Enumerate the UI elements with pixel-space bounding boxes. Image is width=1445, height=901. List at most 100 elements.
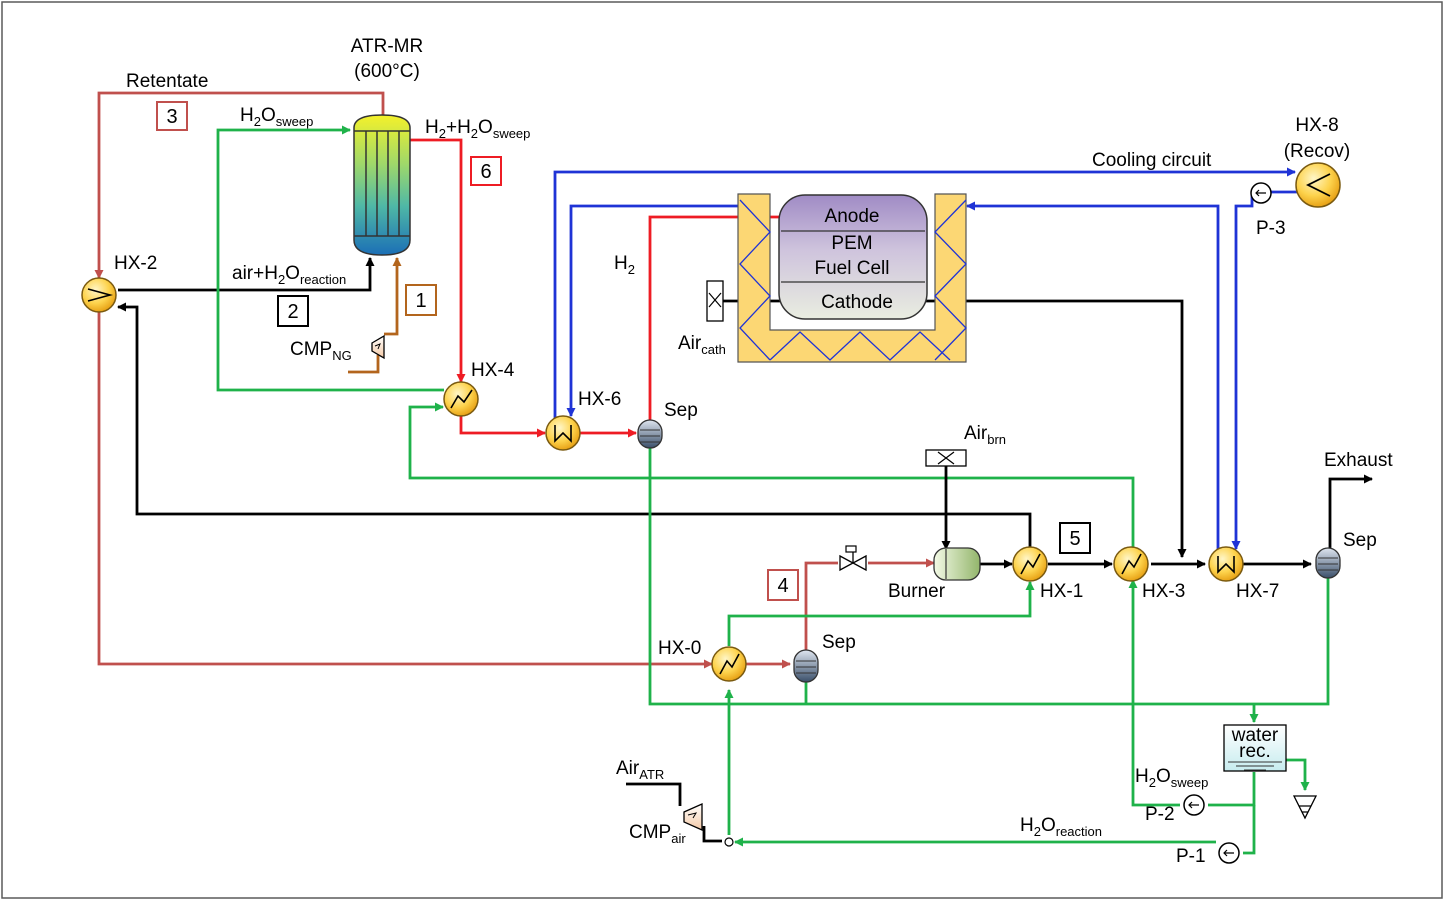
hx-6-exchanger[interactable] xyxy=(545,415,581,451)
stream-5-number: 5 xyxy=(1069,528,1080,550)
sweep-hx3-to-hx4-line xyxy=(408,402,1135,550)
hx-4-exchanger[interactable] xyxy=(443,381,479,417)
ng-cmp-out-line xyxy=(384,257,402,336)
hx-7-exchanger[interactable] xyxy=(1208,546,1244,582)
stream-label-2: 2 xyxy=(277,295,309,327)
hx1-to-hx2-line xyxy=(117,302,1032,548)
water-recovery-tank[interactable] xyxy=(1223,724,1287,772)
sep-h2-label: Sep xyxy=(664,400,698,421)
water-level-lines xyxy=(1228,761,1282,771)
air-brn-fan-icon[interactable] xyxy=(925,449,967,467)
valve-icon[interactable] xyxy=(839,545,867,572)
hx-1-label: HX-1 xyxy=(1040,581,1083,602)
burner[interactable] xyxy=(933,547,981,581)
hx4-to-hx6-line xyxy=(459,415,546,438)
h2-label: H2 xyxy=(614,253,635,277)
air-cath-fan-icon[interactable] xyxy=(706,280,724,322)
cathode-label: Cathode xyxy=(821,292,893,313)
cathode-exhaust-line xyxy=(912,299,1187,558)
retentate-line xyxy=(94,91,385,279)
cmp-air-out-line xyxy=(702,826,722,843)
cooling-hx7-to-fc-line xyxy=(966,201,1220,549)
stream-2-line xyxy=(118,257,375,292)
tank-drain-line xyxy=(1286,758,1310,791)
hx-8-label: HX-8 xyxy=(1295,115,1338,136)
separator-exhaust[interactable] xyxy=(1315,547,1341,579)
pem-fuel-cell[interactable] xyxy=(778,194,928,320)
reactor-name: ATR-MR xyxy=(351,36,423,57)
hx-1-exchanger[interactable] xyxy=(1012,546,1048,582)
cmp-air-label: CMPair xyxy=(629,822,686,846)
separator-retentate[interactable] xyxy=(793,649,819,683)
burner-label: Burner xyxy=(888,581,946,602)
stream-4-line xyxy=(804,561,838,650)
hx-2-label: HX-2 xyxy=(114,253,157,274)
exhaust-line xyxy=(1328,474,1373,548)
hx-8-exchanger[interactable] xyxy=(1295,162,1341,208)
pump-p1[interactable] xyxy=(1218,842,1240,864)
sep-retentate-label: Sep xyxy=(822,632,856,653)
sep-water-collect-line xyxy=(648,448,1330,706)
stream-3-number: 3 xyxy=(166,106,177,128)
pump-p2[interactable] xyxy=(1183,794,1205,816)
hx-2-exchanger[interactable] xyxy=(81,277,117,313)
pump-p3[interactable] xyxy=(1250,182,1272,204)
stream-label-1: 1 xyxy=(405,284,437,316)
cmp-ng-compressor[interactable] xyxy=(371,334,385,360)
hx-4-label: HX-4 xyxy=(471,360,515,381)
fuel-cell-label: Fuel Cell xyxy=(815,258,890,279)
stream-1-number: 1 xyxy=(415,290,426,312)
cooling-p3-to-hx7-line xyxy=(1231,194,1254,550)
ng-feed-line xyxy=(348,355,380,374)
retentate-to-hx0-line xyxy=(97,312,713,669)
hx-8-recov-label: (Recov) xyxy=(1284,141,1351,162)
air-atr-label: AirATR xyxy=(616,758,664,782)
air-brn-label: Airbrn xyxy=(964,423,1006,447)
hx-3-exchanger[interactable] xyxy=(1113,546,1149,582)
stream-label-4: 4 xyxy=(767,569,799,601)
cooling-fc-to-hx6-line xyxy=(566,204,740,417)
sweep-to-atr-line xyxy=(216,125,444,392)
stream-label-3: 3 xyxy=(156,101,188,131)
water-label: water xyxy=(1231,725,1279,746)
drain-icon xyxy=(1292,795,1318,820)
cmp-ng-label: CMPNG xyxy=(290,339,352,363)
h2o-sweep-p2-label: H2Osweep xyxy=(1135,766,1208,790)
p-3-label: P-3 xyxy=(1256,218,1286,239)
hx-0-exchanger[interactable] xyxy=(711,646,747,682)
h2o-reaction-label: H2Oreaction xyxy=(1020,815,1102,839)
pem-label: PEM xyxy=(831,233,872,254)
hx-3-label: HX-3 xyxy=(1142,581,1185,602)
cooling-circuit-top-line xyxy=(553,167,1296,418)
anode-label: Anode xyxy=(825,206,880,227)
retentate-label: Retentate xyxy=(126,71,208,92)
hx-6-label: HX-6 xyxy=(578,389,621,410)
water-tank-to-p2-line xyxy=(1208,772,1256,807)
stream-6-line xyxy=(410,138,466,383)
cmp-air-compressor[interactable] xyxy=(683,802,703,832)
p-2-label: P-2 xyxy=(1145,804,1175,825)
water-tank-to-p1-line xyxy=(1243,805,1256,855)
mixer-icon xyxy=(724,837,734,847)
air-atr-feed-line xyxy=(626,782,682,806)
air-cath-label: Aircath xyxy=(678,333,726,357)
stream-6-number: 6 xyxy=(480,161,491,183)
hx-7-label: HX-7 xyxy=(1236,581,1279,602)
hx-0-label: HX-0 xyxy=(658,638,701,659)
hx0-to-hx1-line xyxy=(727,581,1035,646)
atr-mr-reactor[interactable] xyxy=(353,114,411,256)
stream-2-number: 2 xyxy=(287,301,298,323)
separator-h2[interactable] xyxy=(637,419,663,449)
stream-label-5: 5 xyxy=(1059,522,1091,554)
h2-plus-h2o-sweep-label: H2+H2Osweep xyxy=(425,117,530,141)
exhaust-label: Exhaust xyxy=(1324,450,1393,471)
fuel-cell-insulation xyxy=(737,193,967,363)
p2-to-hx3-line xyxy=(1128,579,1180,807)
stream-label-6: 6 xyxy=(470,156,502,186)
p-1-label: P-1 xyxy=(1176,846,1206,867)
air-h2o-reaction-label: air+H2Oreaction xyxy=(232,263,346,287)
rec-label: rec. xyxy=(1239,741,1271,762)
cooling-circuit-label: Cooling circuit xyxy=(1092,150,1212,171)
